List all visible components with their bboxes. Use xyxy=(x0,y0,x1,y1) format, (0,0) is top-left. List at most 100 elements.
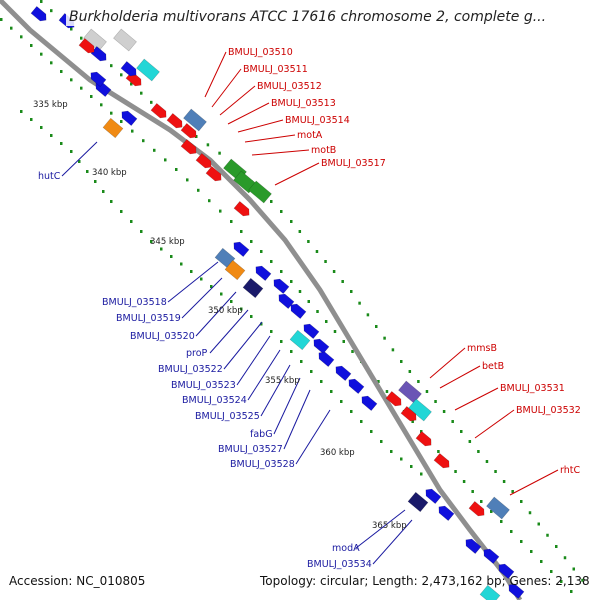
tick-dot xyxy=(510,530,513,533)
backbone-circle xyxy=(0,0,523,600)
reverse-gene-label: BMULJ_03523 xyxy=(171,380,236,391)
tick-dot xyxy=(195,135,198,138)
kbp-label: 350 kbp xyxy=(208,306,243,316)
tick-dot xyxy=(153,148,156,152)
feature-block-shape xyxy=(102,117,124,139)
reverse-gene-arrow-shape xyxy=(90,71,107,87)
reverse-gene-arrow xyxy=(361,395,378,411)
forward-gene-arrow-shape xyxy=(195,153,212,169)
tick-dot xyxy=(30,118,33,121)
reverse-gene-label: BMULJ_03525 xyxy=(195,411,260,422)
tick-dot xyxy=(460,430,463,433)
feature-block-shape xyxy=(486,496,510,520)
reverse-gene-arrow xyxy=(90,71,107,87)
reverse-gene-arrow-shape xyxy=(498,563,515,579)
tick-dot xyxy=(290,350,293,353)
kbp-label: 360 kbp xyxy=(320,448,355,458)
tick-dot xyxy=(130,220,133,223)
tick-dot xyxy=(120,73,123,77)
tick-dot xyxy=(100,103,103,107)
forward-gene-arrow-shape xyxy=(120,61,137,77)
feature-block xyxy=(224,259,246,281)
tick-dot xyxy=(555,545,558,548)
reverse-gene-label: proP xyxy=(186,348,208,359)
reverse-label-leader xyxy=(167,261,219,303)
reverse-label-leader xyxy=(223,321,263,370)
tick-dot xyxy=(150,100,153,104)
tick-dot xyxy=(563,556,567,560)
feature-block-shape xyxy=(289,329,311,351)
forward-gene-arrow-shape xyxy=(468,501,485,517)
tick-dot xyxy=(60,70,63,73)
tick-dot xyxy=(197,188,200,192)
tick-dot xyxy=(120,120,123,123)
forward-label-leader xyxy=(439,365,481,389)
forward-label-leader xyxy=(509,469,559,496)
reverse-gene-arrow xyxy=(335,365,352,381)
reverse-label-leader xyxy=(273,377,301,435)
tick-dot xyxy=(200,277,203,281)
feature-block xyxy=(183,108,207,132)
reverse-gene-arrow xyxy=(483,548,500,564)
reverse-gene-arrow-shape xyxy=(121,110,138,126)
tick-dot xyxy=(325,320,328,323)
tick-dot xyxy=(462,480,466,483)
reverse-gene-arrow xyxy=(273,278,290,294)
forward-gene-label: BMULJ_03514 xyxy=(285,115,350,126)
gene-labels: BMULJ_03510BMULJ_03511BMULJ_03512BMULJ_0… xyxy=(38,47,581,570)
tick-dot xyxy=(220,292,223,296)
tick-dot xyxy=(377,380,380,383)
feature-block xyxy=(486,496,510,520)
tick-dot xyxy=(186,178,189,182)
tick-dot xyxy=(477,450,480,453)
tick-dot xyxy=(385,390,389,393)
forward-gene-arrow xyxy=(78,38,95,54)
forward-gene-arrow xyxy=(415,431,432,447)
kbp-label: 335 kbp xyxy=(33,100,68,110)
feature-block xyxy=(113,28,137,52)
forward-gene-arrow-shape xyxy=(166,113,183,129)
reverse-gene-arrow xyxy=(348,378,365,394)
reverse-label-leader xyxy=(181,277,223,319)
reverse-gene-label: modA xyxy=(332,543,360,554)
tick-dot xyxy=(437,450,440,453)
tick-dot xyxy=(40,52,43,56)
tick-dot xyxy=(550,570,553,573)
feature-block xyxy=(136,58,160,82)
forward-gene-label: BMULJ_03512 xyxy=(257,81,322,92)
forward-label-leader xyxy=(251,149,310,156)
tick-dot xyxy=(70,27,73,31)
tick-dot xyxy=(390,450,393,453)
tick-dot xyxy=(140,230,143,233)
forward-gene-arrow xyxy=(468,501,485,517)
reverse-gene-arrow-shape xyxy=(290,303,307,319)
reverse-gene-arrow-shape xyxy=(233,241,250,257)
tick-dot xyxy=(131,129,134,133)
reverse-gene-label: fabG xyxy=(250,429,273,440)
tick-dot xyxy=(280,340,283,343)
tick-dot xyxy=(280,270,283,273)
tick-dot xyxy=(307,300,310,303)
reverse-gene-arrow-shape xyxy=(425,488,442,504)
reverse-gene-label: hutC xyxy=(38,171,61,182)
forward-gene-arrow-shape xyxy=(233,201,250,217)
kbp-label: 345 kbp xyxy=(150,237,185,247)
tick-dot xyxy=(411,420,414,423)
tick-dot xyxy=(350,410,353,413)
kbp-label: 340 kbp xyxy=(92,168,127,178)
tick-dot xyxy=(50,61,53,65)
reverse-gene-arrow-shape xyxy=(278,293,295,309)
forward-gene-arrow-shape xyxy=(400,406,417,422)
tick-dot xyxy=(485,460,489,463)
gene-features xyxy=(30,6,525,600)
reverse-gene-arrow xyxy=(313,338,330,354)
forward-gene-arrow xyxy=(205,166,222,182)
forward-gene-arrow-shape xyxy=(415,431,432,447)
forward-gene-arrow xyxy=(385,391,402,407)
forward-label-leader xyxy=(219,85,256,116)
forward-label-leader xyxy=(244,134,296,143)
forward-label-leader xyxy=(429,347,466,379)
tick-dot xyxy=(468,440,472,443)
tick-dot xyxy=(60,142,63,145)
